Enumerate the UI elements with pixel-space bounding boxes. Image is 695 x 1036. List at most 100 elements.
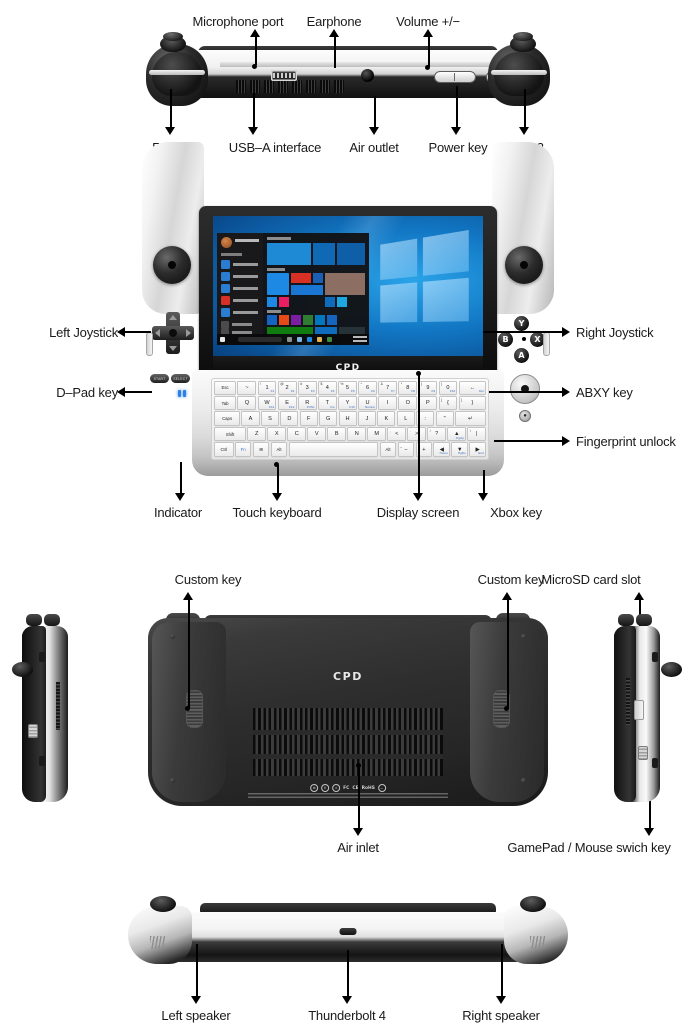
xbox-key[interactable]: ● xyxy=(519,410,531,422)
pinned-app-icon xyxy=(297,337,302,342)
key-F[interactable]: F xyxy=(299,411,318,426)
button-x[interactable]: X xyxy=(530,332,545,347)
arrow-earphone xyxy=(329,29,339,37)
key-sym[interactable]: ]} xyxy=(458,395,486,411)
dpad-center xyxy=(169,329,177,337)
button-a[interactable]: A xyxy=(514,348,529,363)
key-X[interactable]: X xyxy=(267,426,287,442)
key-sym[interactable]: ↵ xyxy=(454,411,486,426)
anchor-custom-key-right xyxy=(504,706,509,711)
key-Q[interactable]: Q xyxy=(237,395,257,411)
key-legend: A xyxy=(248,415,253,422)
weee-icon: ⚊ xyxy=(377,784,386,792)
key-H[interactable]: H xyxy=(338,411,357,426)
key-Tab[interactable]: Tab xyxy=(214,395,237,411)
vent-divider xyxy=(253,754,443,759)
key-shift-legend: @ xyxy=(280,382,284,387)
key-sym[interactable]: [{ xyxy=(438,395,458,411)
key-sym[interactable]: .> xyxy=(407,426,427,442)
key-Fn[interactable]: Fn xyxy=(234,442,252,457)
key-Z[interactable]: Z xyxy=(247,426,267,442)
left-joystick[interactable] xyxy=(153,246,191,284)
key-I[interactable]: I xyxy=(378,395,398,411)
key-sym[interactable]: \| xyxy=(467,426,487,442)
button-b[interactable]: B xyxy=(498,332,513,347)
key-sym[interactable]: /? xyxy=(427,426,447,442)
user-name-text xyxy=(235,239,259,242)
custom-key-right[interactable] xyxy=(493,690,510,728)
microsd-card-slot[interactable] xyxy=(634,700,644,720)
key-K[interactable]: K xyxy=(377,411,396,426)
key-Ctrl[interactable]: Ctrl xyxy=(214,442,234,457)
key-S[interactable]: S xyxy=(260,411,279,426)
taskview-icon xyxy=(287,337,292,342)
right-joystick[interactable] xyxy=(505,246,543,284)
key-V[interactable]: V xyxy=(307,426,327,442)
live-tile xyxy=(313,273,323,283)
key-sym[interactable]: ~ xyxy=(237,380,257,395)
key-J[interactable]: J xyxy=(357,411,377,426)
key-fn-legend: F8 xyxy=(411,389,415,394)
button-y[interactable]: Y xyxy=(514,316,529,331)
key-space[interactable] xyxy=(288,442,379,457)
key-O[interactable]: O xyxy=(398,395,418,411)
live-tile xyxy=(267,243,311,265)
leader-left-joystick xyxy=(124,331,151,333)
start-button[interactable]: START xyxy=(150,374,169,383)
key-sym[interactable]: ,< xyxy=(387,426,407,442)
key-P[interactable]: P xyxy=(418,395,438,411)
key-sym[interactable]: ←Del xyxy=(458,380,486,395)
key-M[interactable]: M xyxy=(367,426,387,442)
key-sym[interactable]: ⊞ xyxy=(252,442,270,457)
key-sym[interactable]: ▼PgDn xyxy=(451,442,469,457)
key-A[interactable]: A xyxy=(241,411,260,426)
air-outlet-vent xyxy=(334,80,344,93)
key-sym[interactable]: =+ xyxy=(415,442,433,457)
key-Shift[interactable]: Shift xyxy=(214,426,247,442)
custom-key-left[interactable] xyxy=(186,690,203,728)
key-sym[interactable]: ▶End xyxy=(469,442,486,457)
key-sym[interactable]: _− xyxy=(397,442,415,457)
key-C[interactable]: C xyxy=(287,426,307,442)
key-sym[interactable]: '" xyxy=(435,411,454,426)
key-G[interactable]: G xyxy=(319,411,338,426)
key-D[interactable]: D xyxy=(280,411,299,426)
key-shift-legend: ' xyxy=(437,413,439,418)
select-button[interactable]: SELECT xyxy=(171,374,190,383)
start-section-header xyxy=(221,253,242,256)
key-Esc[interactable]: Esc xyxy=(214,380,237,395)
key-N[interactable]: N xyxy=(347,426,367,442)
key-sym[interactable]: ◀Home xyxy=(433,442,451,457)
fingerprint-sensor[interactable] xyxy=(510,374,540,404)
key-Caps[interactable]: Caps xyxy=(214,411,241,426)
key-sym[interactable]: ▲PgUp xyxy=(447,426,467,442)
live-tile xyxy=(303,315,313,325)
top-right-grip-band xyxy=(491,70,547,75)
key-Alt[interactable]: Alt xyxy=(270,442,288,457)
key-L[interactable]: L xyxy=(396,411,415,426)
key-Alt[interactable]: Alt xyxy=(379,442,397,457)
key-B[interactable]: B xyxy=(327,426,347,442)
gamepad-mouse-switch-key[interactable] xyxy=(638,746,648,760)
key-sym[interactable]: ;: xyxy=(416,411,435,426)
dpad-key[interactable] xyxy=(152,312,194,354)
label-air-outlet: Air outlet xyxy=(349,140,399,155)
